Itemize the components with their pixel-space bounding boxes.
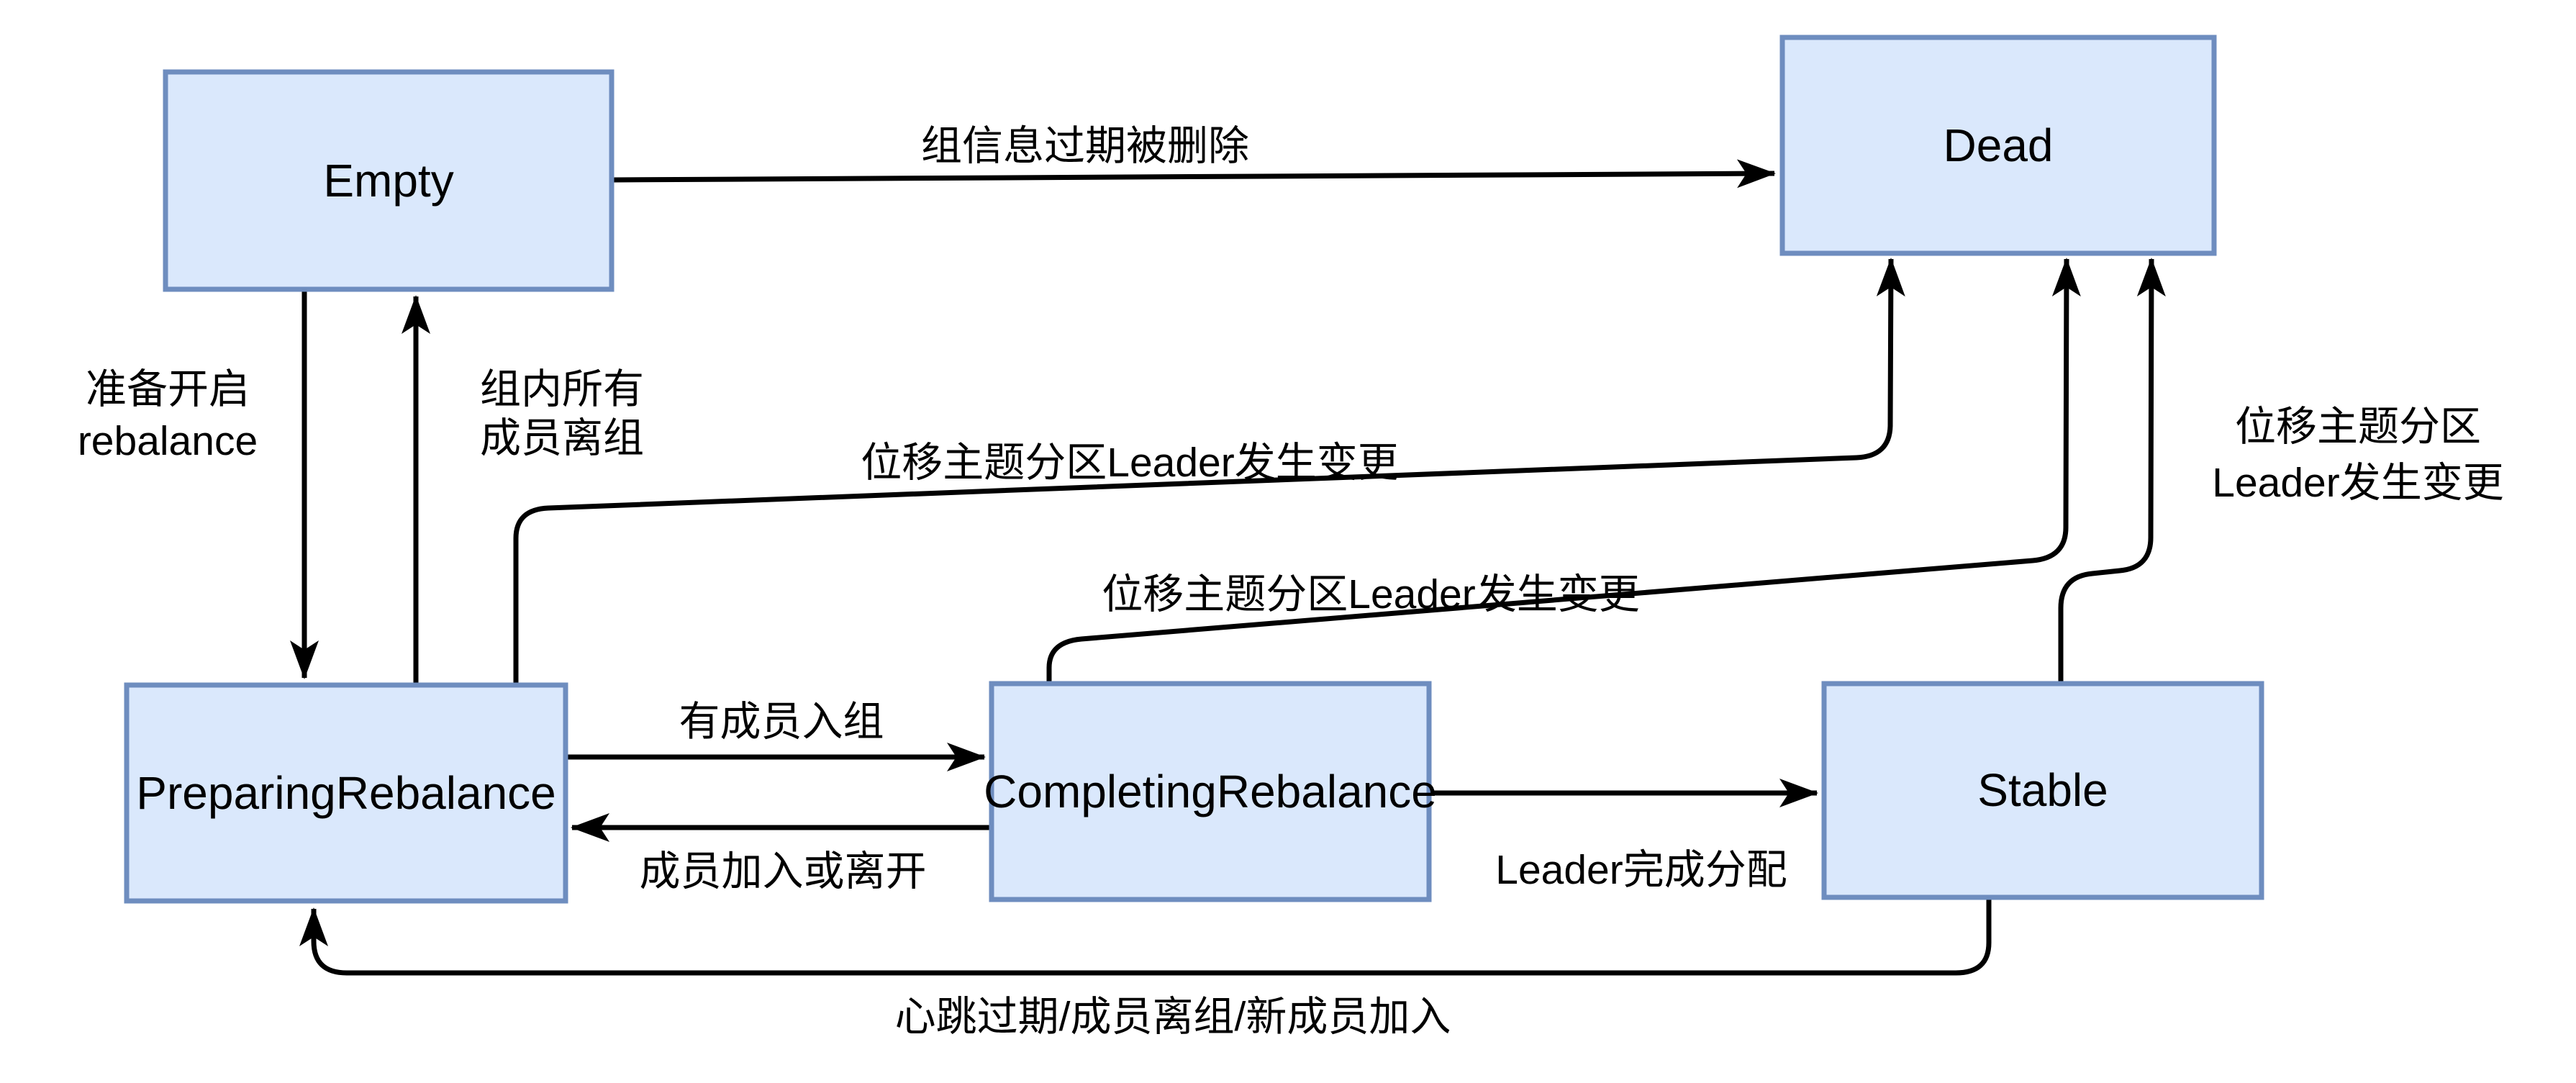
label-completing-to-dead: 位移主题分区Leader发生变更 xyxy=(1102,571,1639,617)
node-preparing-rebalance: PreparingRebalance xyxy=(124,682,568,904)
node-preparing-rebalance-box xyxy=(124,682,568,904)
label-stable-to-preparing: 心跳过期/成员离组/新成员加入 xyxy=(895,994,1451,1040)
edge-empty-to-dead xyxy=(612,159,1776,189)
edge-preparing-to-dead xyxy=(513,258,1905,684)
node-empty-box xyxy=(163,69,614,292)
label-completing-to-preparing: 成员加入或离开 xyxy=(640,848,927,894)
node-dead: Dead xyxy=(1779,35,2217,256)
label-preparing-to-completing: 有成员入组 xyxy=(679,699,884,745)
label-preparing-to-dead: 位移主题分区Leader发生变更 xyxy=(861,440,1398,486)
node-stable-label: Stable xyxy=(1977,764,2108,816)
node-completing-rebalance-box xyxy=(989,681,1432,902)
label-empty-to-preparing-line2: rebalance xyxy=(78,418,258,464)
node-completing-rebalance: CompletingRebalance xyxy=(984,681,1437,902)
node-dead-label: Dead xyxy=(1944,119,2054,171)
node-completing-rebalance-label: CompletingRebalance xyxy=(984,766,1437,817)
edge-stable-to-dead xyxy=(2058,258,2166,682)
edge-stable-to-preparing xyxy=(299,899,1992,976)
label-completing-to-stable: Leader完成分配 xyxy=(1495,847,1787,893)
node-stable: Stable xyxy=(1821,681,2264,900)
node-dead-box xyxy=(1779,35,2217,256)
label-stable-to-dead-line1: 位移主题分区 xyxy=(2235,404,2481,450)
node-preparing-rebalance-label: PreparingRebalance xyxy=(136,767,556,819)
label-preparing-to-empty-line1: 组内所有 xyxy=(480,366,644,412)
label-empty-to-dead: 组信息过期被删除 xyxy=(921,123,1249,169)
node-stable-box xyxy=(1821,681,2264,900)
edge-completing-to-dead xyxy=(1046,258,2081,682)
label-stable-to-dead-line2: Leader发生变更 xyxy=(2212,460,2504,506)
node-empty-label: Empty xyxy=(323,155,453,207)
node-empty: Empty xyxy=(163,69,614,292)
label-preparing-to-empty-line2: 成员离组 xyxy=(480,415,644,461)
label-empty-to-preparing-line1: 准备开启 xyxy=(86,366,250,412)
